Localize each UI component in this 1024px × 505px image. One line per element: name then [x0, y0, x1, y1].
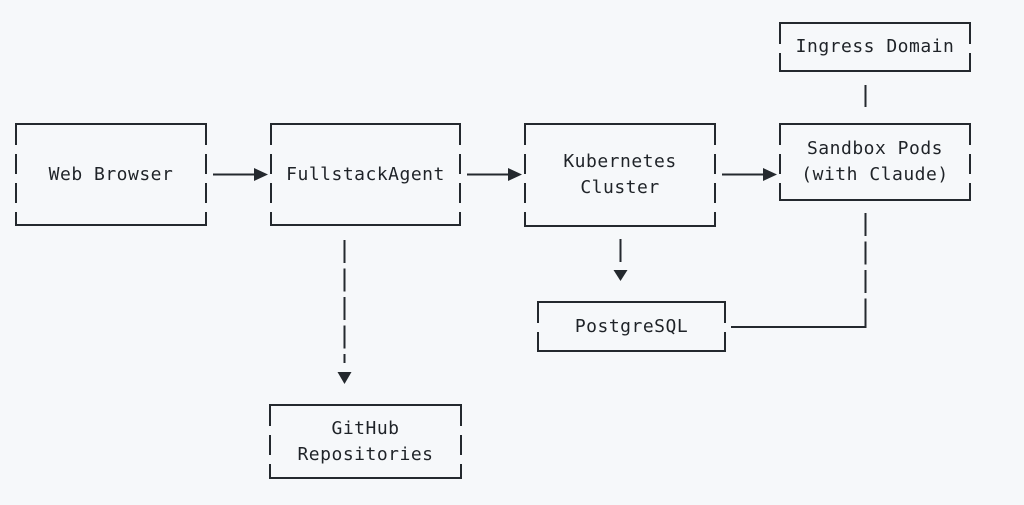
arrowhead-down-icon [337, 372, 352, 384]
node-fullstack-agent: FullstackAgent [270, 123, 461, 226]
node-label: Ingress Domain [795, 36, 955, 57]
node-label: Web Browser [48, 163, 174, 185]
arrowhead-down-icon [613, 270, 628, 281]
node-label: FullstackAgent [286, 163, 445, 185]
edge-fullstack-agent-to-kubernetes-cluster [467, 168, 522, 181]
node-label: GitHub [331, 417, 400, 439]
arrowhead-right-icon [254, 168, 268, 181]
edge-sandbox-pods-to-postgresql [731, 213, 867, 328]
node-kubernetes-cluster: Kubernetes Cluster [524, 123, 716, 227]
node-label: (with Claude) [801, 164, 949, 185]
arrowhead-right-icon [508, 168, 522, 181]
edge-kubernetes-cluster-to-sandbox-pods [722, 168, 777, 181]
node-label: Repositories [297, 443, 434, 465]
node-postgresql: PostgreSQL [537, 301, 726, 352]
node-ingress-domain: Ingress Domain [779, 22, 971, 72]
edge-web-browser-to-fullstack-agent [213, 168, 268, 181]
node-github-repositories: GitHub Repositories [269, 404, 462, 479]
node-web-browser: Web Browser [15, 123, 207, 226]
node-label: Sandbox Pods [806, 138, 944, 159]
node-label: PostgreSQL [574, 315, 689, 337]
arrowhead-right-icon [763, 168, 777, 181]
node-sandbox-pods: Sandbox Pods (with Claude) [779, 123, 971, 201]
edge-fullstack-agent-to-github-repositories [337, 240, 352, 384]
edge-kubernetes-cluster-to-postgresql [613, 239, 628, 281]
node-label: Cluster [580, 177, 660, 198]
node-label: Kubernetes [563, 151, 677, 172]
